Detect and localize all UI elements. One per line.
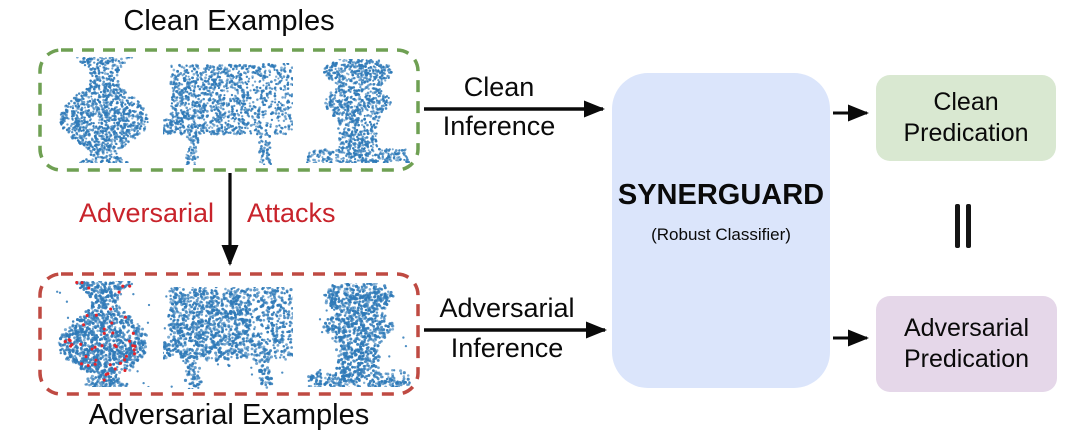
clean-table-pointcloud-icon bbox=[163, 63, 293, 165]
clean-prediction-label-line1: Clean bbox=[933, 88, 999, 116]
classifier-name: SYNERGUARD bbox=[617, 179, 825, 211]
clean-vase-pointcloud-icon bbox=[55, 57, 153, 163]
clean-examples-box bbox=[41, 51, 417, 169]
adversarial-examples-box bbox=[41, 275, 417, 393]
attack-label-right: Attacks bbox=[247, 198, 336, 228]
clean-examples-title: Clean Examples bbox=[123, 5, 335, 37]
adversarial-table-pointcloud-icon bbox=[163, 287, 293, 389]
adversarial-urn-pointcloud-icon bbox=[305, 283, 411, 387]
adversarial-prediction-label-line1: Adversarial bbox=[903, 314, 1030, 342]
clean-inference-label-line2: Inference bbox=[442, 111, 556, 141]
classifier-box: SYNERGUARD (Robust Classifier) bbox=[612, 73, 830, 388]
adversarial-examples-title: Adversarial Examples bbox=[88, 399, 370, 431]
equivalence-icon bbox=[955, 204, 960, 248]
adversarial-prediction-label-line2: Predication bbox=[903, 345, 1030, 373]
clean-urn-pointcloud-icon bbox=[305, 59, 411, 163]
equivalence-icon bbox=[966, 204, 971, 248]
clean-prediction-box: Clean Predication bbox=[876, 75, 1056, 161]
attack-label-left: Adversarial bbox=[78, 198, 214, 228]
clean-prediction-label-line2: Predication bbox=[903, 119, 1029, 147]
adversarial-inference-label-line2: Inference bbox=[450, 333, 564, 363]
adversarial-prediction-box: Adversarial Predication bbox=[876, 296, 1057, 392]
adversarial-vase-pointcloud-icon bbox=[55, 281, 153, 387]
classifier-subtitle: (Robust Classifier) bbox=[651, 225, 791, 244]
clean-inference-label-line1: Clean bbox=[463, 72, 535, 102]
adversarial-inference-label-line1: Adversarial bbox=[439, 293, 575, 323]
